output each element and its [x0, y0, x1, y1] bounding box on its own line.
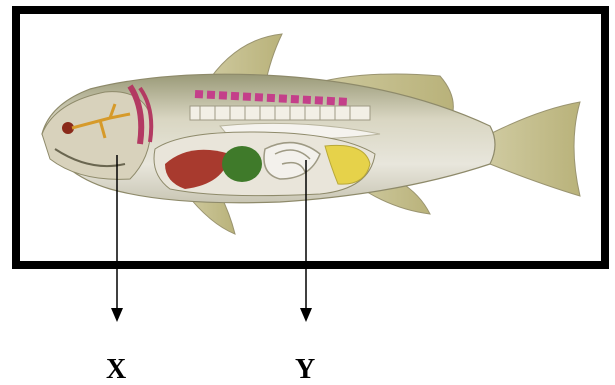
arrow-y-head — [300, 308, 312, 322]
label-y: Y — [295, 356, 315, 384]
diagram-frame — [12, 6, 609, 269]
stomach — [222, 146, 262, 182]
label-x: X — [106, 356, 126, 384]
tail-fin — [490, 102, 580, 196]
fish-dissection-illustration — [20, 14, 601, 261]
arrow-x-head — [111, 308, 123, 322]
vertebral-column — [190, 106, 370, 120]
